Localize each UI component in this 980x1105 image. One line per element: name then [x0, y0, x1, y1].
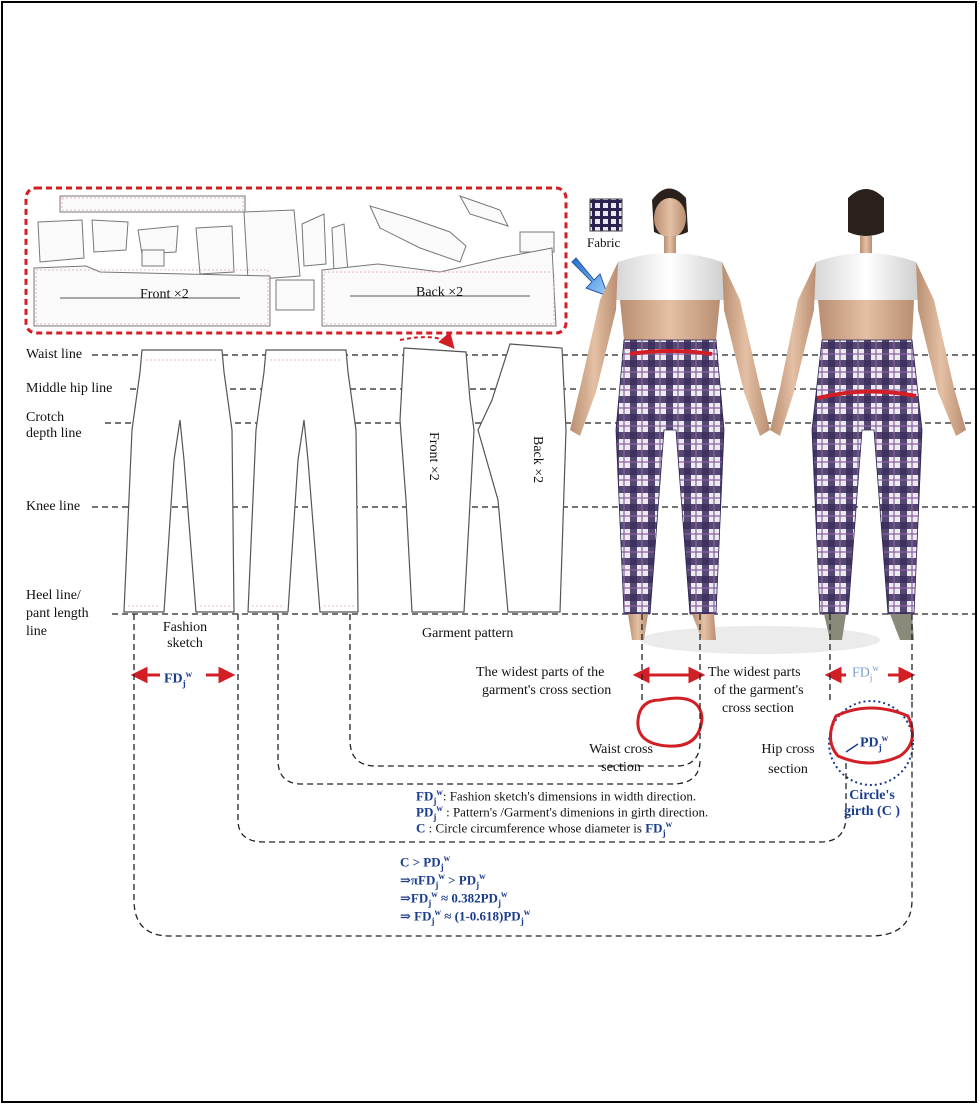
heel-line-label-1: Heel line/ [26, 588, 81, 604]
crotch-line-label-1: Crotch [26, 410, 64, 426]
fashion-sketch-caption-2: sketch [150, 636, 220, 652]
heel-line-label-3: line [26, 624, 47, 640]
pd-label-hip: PDjw [860, 730, 888, 755]
waist-cross-caption-1: Waist cross [576, 742, 666, 758]
circle-girth-caption-2: girth (C ) [832, 804, 912, 820]
middle-hip-line-label: Middle hip line [26, 381, 112, 397]
equation-4: ⇒ FDjw ≈ (1-0.618)PDjw [400, 905, 530, 929]
waist-line-label: Waist line [26, 347, 82, 363]
hip-cross-caption-2: section [748, 762, 828, 778]
fashion-sketch-caption-1: Fashion [150, 620, 220, 636]
garment-pattern-caption: Garment pattern [422, 626, 513, 642]
waist-cross-caption-2: section [576, 760, 666, 776]
widest-back-caption-2: of the garment's [714, 683, 804, 699]
crotch-line-label-2: depth line [26, 426, 82, 442]
widest-back-caption-1: The widest parts [708, 665, 801, 681]
widest-front-caption-1: The widest parts of the [476, 665, 604, 681]
widest-back-caption-3: cross section [722, 701, 794, 717]
knee-line-label: Knee line [26, 499, 80, 515]
legend-c: C : Circle circumference whose diameter … [416, 817, 672, 841]
fd-label-avatar: FDjw [852, 660, 879, 685]
heel-line-label-2: pant length [26, 606, 89, 622]
widest-front-caption-2: garment's cross section [482, 683, 611, 699]
circle-girth-caption-1: Circle's [832, 788, 912, 804]
fd-label-sketch: FDjw [164, 666, 192, 691]
hip-cross-caption-1: Hip cross [748, 742, 828, 758]
